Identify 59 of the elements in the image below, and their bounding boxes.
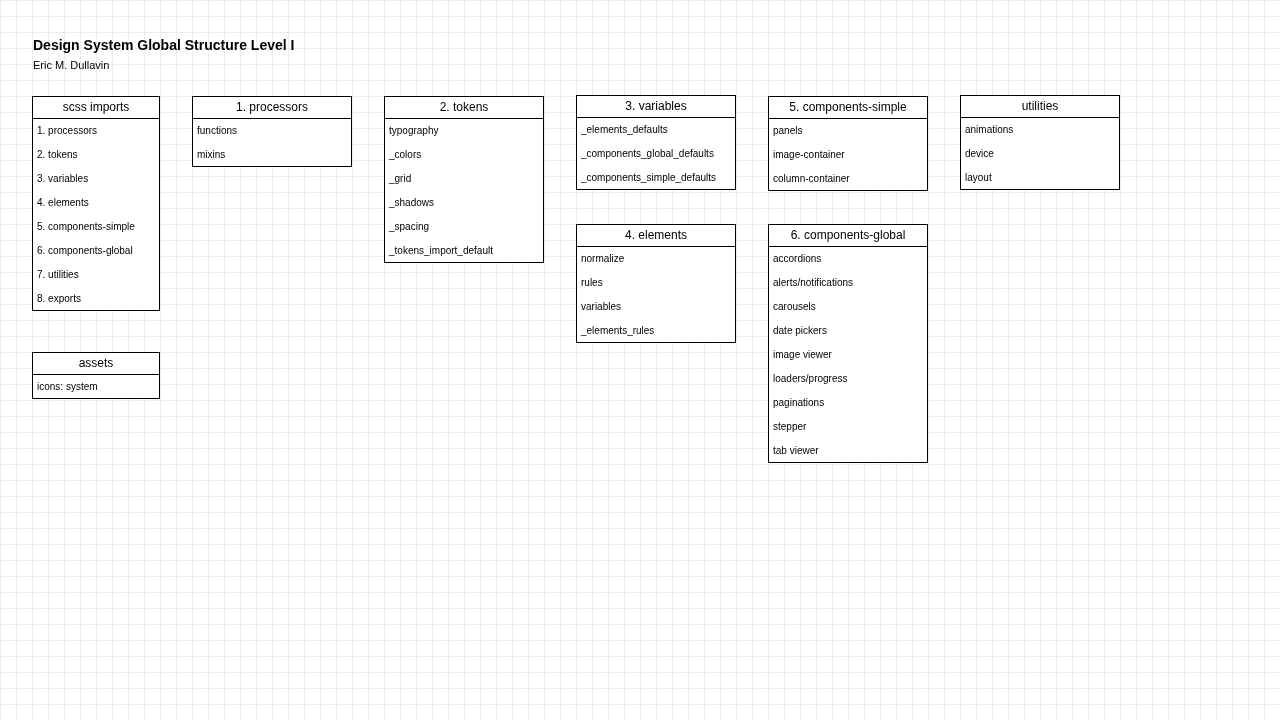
list-item: alerts/notifications: [772, 276, 855, 290]
list-item: typography: [388, 124, 440, 138]
list-box: [768, 224, 928, 463]
list-item: paginations: [772, 396, 826, 410]
list-item: image viewer: [772, 348, 833, 362]
list-item: 3. variables: [36, 172, 90, 186]
list-box: [32, 96, 160, 311]
box-heading: 3. variables: [577, 96, 735, 118]
author-name: Eric M. Dullavin: [33, 59, 110, 71]
list-item: 1. processors: [36, 124, 99, 138]
list-item: 7. utilities: [36, 268, 80, 282]
list-item: device: [964, 147, 995, 161]
list-item: 4. elements: [36, 196, 90, 210]
list-item: 5. components-simple: [36, 220, 136, 234]
list-box: [384, 96, 544, 263]
list-item: _shadows: [388, 196, 436, 210]
list-item: 2. tokens: [36, 148, 79, 162]
box-heading: 1. processors: [193, 97, 351, 119]
list-item: 6. components-global: [36, 244, 134, 258]
list-item: icons: system: [36, 380, 99, 394]
list-item: rules: [580, 276, 604, 290]
list-item: _components_global_defaults: [580, 147, 715, 161]
list-item: _colors: [388, 148, 423, 162]
box-heading: utilities: [961, 96, 1119, 118]
box-heading: assets: [33, 353, 159, 375]
box-heading: 4. elements: [577, 225, 735, 247]
list-item: _elements_rules: [580, 324, 656, 338]
list-box: [192, 96, 352, 167]
box-heading: scss imports: [33, 97, 159, 119]
list-box: [576, 224, 736, 343]
list-item: _grid: [388, 172, 413, 186]
list-item: tab viewer: [772, 444, 820, 458]
list-box: [32, 352, 160, 399]
list-item: carousels: [772, 300, 817, 314]
list-item: 8. exports: [36, 292, 82, 306]
list-item: _elements_defaults: [580, 123, 669, 137]
list-item: image-container: [772, 148, 846, 162]
list-item: mixins: [196, 148, 227, 162]
box-heading: 5. components-simple: [769, 97, 927, 119]
list-item: _components_simple_defaults: [580, 171, 718, 185]
list-item: variables: [580, 300, 623, 314]
list-item: date pickers: [772, 324, 828, 338]
diagram-title: Design System Global Structure Level I: [33, 37, 295, 53]
list-item: _tokens_import_default: [388, 244, 494, 258]
box-heading: 6. components-global: [769, 225, 927, 247]
list-item: panels: [772, 124, 804, 138]
list-item: animations: [964, 123, 1015, 137]
list-item: column-container: [772, 172, 851, 186]
list-item: stepper: [772, 420, 808, 434]
list-box: [768, 96, 928, 191]
list-item: accordions: [772, 252, 823, 266]
box-heading: 2. tokens: [385, 97, 543, 119]
list-item: _spacing: [388, 220, 431, 234]
list-box: [960, 95, 1120, 190]
list-item: functions: [196, 124, 239, 138]
list-item: loaders/progress: [772, 372, 849, 386]
list-item: layout: [964, 171, 993, 185]
list-item: normalize: [580, 252, 626, 266]
list-box: [576, 95, 736, 190]
